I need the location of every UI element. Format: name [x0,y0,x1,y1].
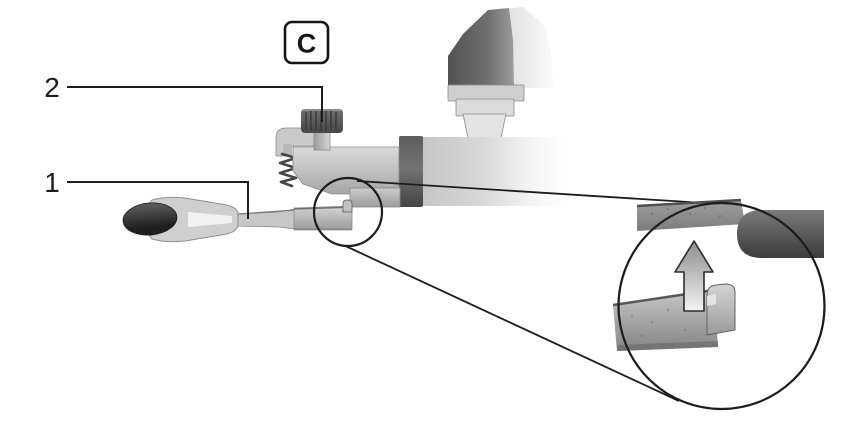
callout-1-label: 1 [44,167,60,198]
magnified-foot-hook [706,283,736,336]
machine-head-cover [448,8,514,88]
panel-label-text: C [297,29,317,59]
machine-body-block [422,137,565,206]
detail-source-circle [312,176,384,248]
callout-1-leader [67,181,249,219]
panel-label-box [283,20,330,65]
foot-hook-notch [707,294,716,306]
presser-foot-holder [275,109,401,208]
thumb-screw-shaft [313,130,331,151]
accessory-fork-gap [188,212,232,227]
accessory-foot [122,196,353,243]
accessory-hook-finger [342,199,353,213]
spring-pin [283,144,292,156]
panel-label: C [283,20,330,65]
machine-head [447,7,553,139]
callout-2-leader [67,86,323,122]
machine-body-dark-ring [399,136,423,207]
magnified-holder-bar [636,198,824,258]
magnifier-circle [617,201,826,411]
presser-bar-steps [447,84,525,139]
accessory-roller [122,202,178,236]
magnified-foot-bar [612,283,736,351]
callout-2-label: 2 [44,72,60,103]
holder-body [292,146,400,195]
callout-1: 1 [44,167,249,219]
callout-2: 2 [44,72,323,122]
magnifier-connector-top [356,180,729,206]
foot-holder-tab [349,187,401,208]
magnified-holder-hook [737,210,824,258]
up-arrow-icon [674,240,714,312]
magnifier-detail [612,198,826,411]
end-bar-top-edge [293,206,353,210]
accessory-end-bar [293,205,353,231]
magnifier-connector-bottom [345,245,680,402]
